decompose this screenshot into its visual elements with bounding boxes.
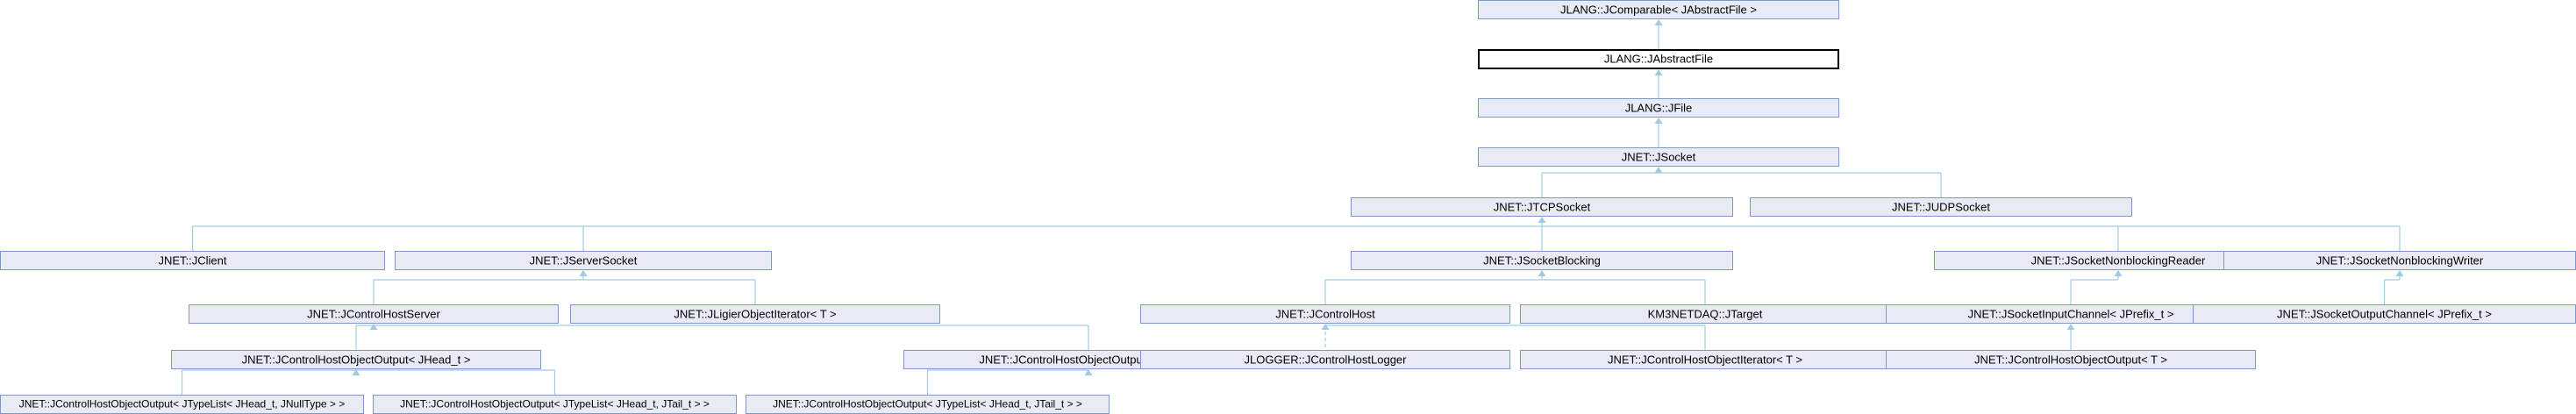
class-node[interactable]: JLANG::JFile bbox=[1478, 98, 1839, 118]
class-node-label: JNET::JServerSocket bbox=[529, 253, 638, 267]
class-node-label: KM3NETDAQ::JTarget bbox=[1647, 307, 1763, 320]
class-node-label: JNET::JSocketBlocking bbox=[1483, 253, 1601, 267]
class-node[interactable]: JLOGGER::JControlHostLogger bbox=[1140, 350, 1510, 369]
class-node-label: JLANG::JAbstractFile bbox=[1603, 52, 1714, 66]
class-node[interactable]: JNET::JSocketNonblockingWriter bbox=[2223, 251, 2576, 270]
class-node[interactable]: JNET::JSocketOutputChannel< JPrefix_t > bbox=[2193, 304, 2576, 324]
class-node[interactable]: JNET::JSocketNonblockingReader bbox=[1934, 251, 2302, 270]
class-node-label: JNET::JControlHostObjectOutput< T > bbox=[1974, 353, 2167, 366]
class-node-label: JLANG::JComparable< JAbstractFile > bbox=[1560, 3, 1757, 16]
class-node-label: JLOGGER::JControlHostLogger bbox=[1244, 353, 1407, 366]
class-node-label: JNET::JControlHostObjectOutput< JHead_t … bbox=[241, 353, 471, 366]
class-node[interactable]: JNET::JUDPSocket bbox=[1750, 197, 2132, 217]
class-node[interactable]: KM3NETDAQ::JTarget bbox=[1520, 304, 1890, 324]
class-node[interactable]: JNET::JControlHostObjectOutput< JTypeLis… bbox=[746, 395, 1110, 414]
class-node[interactable]: JNET::JControlHostObjectOutput< JTypeLis… bbox=[0, 395, 364, 414]
class-node-label: JNET::JSocketNonblockingWriter bbox=[2316, 253, 2484, 267]
class-node-label: JNET::JSocketInputChannel< JPrefix_t > bbox=[1967, 307, 2174, 320]
class-node[interactable]: JNET::JSocket bbox=[1478, 147, 1839, 167]
class-node-label: JNET::JControlHostObjectIterator< T > bbox=[1607, 353, 1803, 366]
class-node-label: JNET::JControlHostObjectOutput< JTypeLis… bbox=[400, 397, 710, 410]
class-node[interactable]: JNET::JControlHostObjectIterator< T > bbox=[1520, 350, 1890, 369]
class-node[interactable]: JLANG::JComparable< JAbstractFile > bbox=[1478, 0, 1839, 19]
class-node[interactable]: JNET::JControlHostObjectOutput< JHead_t … bbox=[171, 350, 541, 369]
class-node-label: JLANG::JFile bbox=[1624, 101, 1693, 114]
class-node[interactable]: JNET::JControlHost bbox=[1140, 304, 1510, 324]
class-node-label: JNET::JClient bbox=[158, 253, 227, 267]
class-node-label: JNET::JControlHostServer bbox=[307, 307, 440, 320]
class-node-label: JNET::JControlHostObjectOutput< JTypeLis… bbox=[773, 397, 1082, 410]
class-node[interactable]: JLANG::JAbstractFile bbox=[1478, 49, 1839, 69]
class-node[interactable]: JNET::JSocketBlocking bbox=[1351, 251, 1733, 270]
class-node[interactable]: JNET::JTCPSocket bbox=[1351, 197, 1733, 217]
class-node-label: JNET::JUDPSocket bbox=[1892, 200, 1990, 213]
class-node-label: JNET::JSocket bbox=[1621, 150, 1696, 163]
class-node-label: JNET::JControlHostObjectOutput< JTypeLis… bbox=[18, 397, 346, 410]
class-node[interactable]: JNET::JControlHostObjectOutput< T > bbox=[1886, 350, 2256, 369]
class-node[interactable]: JNET::JLigierObjectIterator< T > bbox=[570, 304, 940, 324]
class-node-label: JNET::JSocketNonblockingReader bbox=[2030, 253, 2206, 267]
class-node-label: JNET::JTCPSocket bbox=[1493, 200, 1591, 213]
class-node[interactable]: JNET::JControlHostServer bbox=[189, 304, 559, 324]
class-node[interactable]: JNET::JServerSocket bbox=[395, 251, 772, 270]
class-node[interactable]: JNET::JClient bbox=[0, 251, 385, 270]
class-node-label: JNET::JSocketOutputChannel< JPrefix_t > bbox=[2277, 307, 2492, 320]
class-node[interactable]: JNET::JSocketInputChannel< JPrefix_t > bbox=[1886, 304, 2256, 324]
class-node-label: JNET::JControlHost bbox=[1275, 307, 1375, 320]
class-node[interactable]: JNET::JControlHostObjectOutput< JTypeLis… bbox=[373, 395, 737, 414]
class-node-label: JNET::JLigierObjectIterator< T > bbox=[674, 307, 837, 320]
